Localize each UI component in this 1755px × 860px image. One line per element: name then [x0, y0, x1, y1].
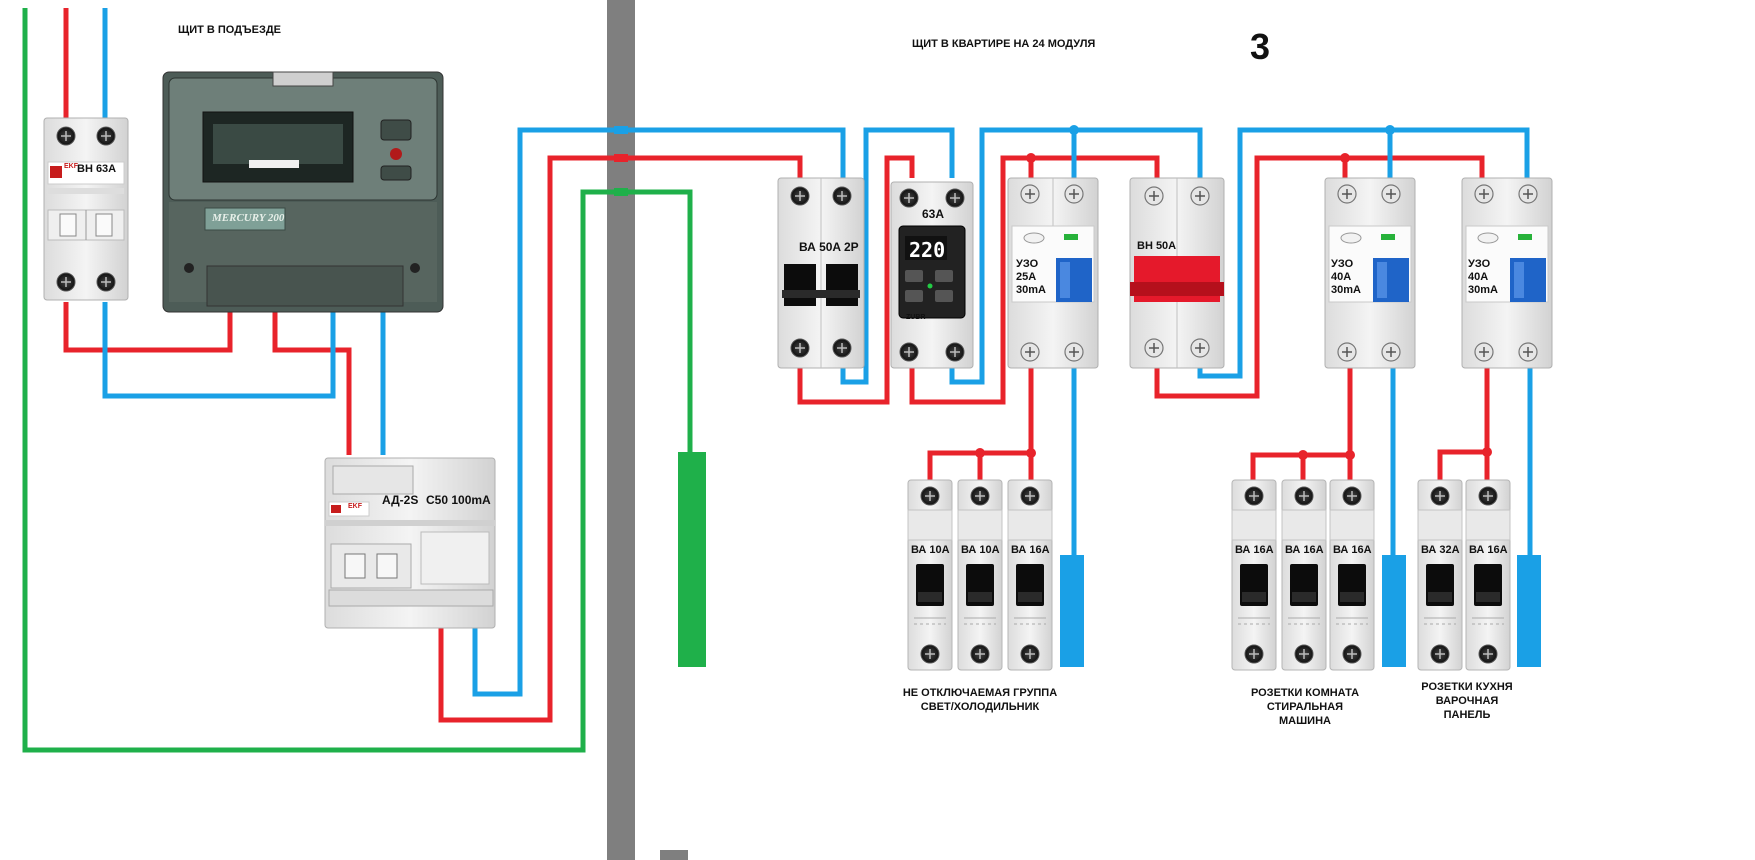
rcbo-rating: С50 100mA — [426, 493, 491, 507]
group2-breaker-3 — [1330, 480, 1374, 670]
rcd1-leak: 30mA — [1016, 284, 1046, 296]
group2-caption-line1: РОЗЕТКИ КОМНАТА — [1250, 687, 1360, 699]
voltage-relay-brand: ZUBR — [906, 314, 926, 321]
voltage-relay — [890, 181, 974, 369]
group1-breaker-3-label: ВА 16А — [1011, 544, 1050, 556]
neutral-wires — [102, 8, 1533, 697]
rcbo-model: АД-2S — [382, 493, 419, 507]
rcd3-leak: 30mA — [1468, 284, 1498, 296]
group2-breaker-1-label: ВА 16А — [1235, 544, 1274, 556]
group3-breaker-1 — [1418, 480, 1462, 670]
group1-breaker-3 — [1008, 480, 1052, 670]
group3-breaker-2-label: ВА 16А — [1469, 544, 1508, 556]
wall-crossings — [614, 126, 628, 196]
rcd2-leak: 30mA — [1331, 284, 1361, 296]
group3-breaker-1-label: ВА 32А — [1421, 544, 1460, 556]
group2-breaker-2-label: ВА 16А — [1285, 544, 1324, 556]
electricity-meter — [162, 71, 444, 313]
group1-caption-line2: СВЕТ/ХОЛОДИЛЬНИК — [920, 701, 1040, 713]
voltage-relay-display: 220 — [909, 238, 946, 262]
entrance-panel-title: ЩИТ В ПОДЪЕЗДЕ — [178, 24, 282, 36]
group2-breaker-3-label: ВА 16А — [1333, 544, 1372, 556]
apartment-panel-title: ЩИТ В КВАРТИРЕ НА 24 МОДУЛЯ — [912, 38, 1096, 50]
wall-base-mark — [660, 850, 688, 860]
wall — [607, 0, 635, 860]
input-breaker-va50 — [777, 177, 865, 369]
group3-breakers — [1418, 480, 1510, 670]
rcbo-brand: EKF — [348, 503, 362, 510]
load-switch-vn50 — [1129, 177, 1225, 369]
group3-caption-line1: РОЗЕТКИ КУХНЯ — [1421, 681, 1513, 693]
main-switch-brand: EKF — [64, 163, 78, 170]
rcbo-ad2s — [324, 457, 496, 629]
group1-breaker-2-label: ВА 10А — [961, 544, 1000, 556]
meter-brand: MERCURY 200 — [212, 212, 285, 224]
group2-breakers — [1232, 480, 1374, 670]
rcd3-name: УЗО — [1468, 258, 1491, 270]
junction-dots-neutral — [1069, 125, 1395, 135]
rcd-2 — [1324, 177, 1416, 369]
group1-caption: НЕ ОТКЛЮЧАЕМАЯ ГРУППА СВЕТ/ХОЛОДИЛЬНИК — [900, 686, 1060, 714]
input-breaker-poles: 2Р — [844, 240, 859, 254]
load-switch-label: ВН 50А — [1137, 240, 1177, 252]
group2-caption-line3: МАШИНА — [1279, 715, 1331, 727]
neutral-bus-2 — [1382, 555, 1406, 667]
group2-caption: РОЗЕТКИ КОМНАТА СТИРАЛЬНАЯ МАШИНА — [1240, 686, 1370, 728]
rcd-1 — [1007, 177, 1099, 369]
junction-dots — [975, 153, 1492, 460]
group1-breaker-1 — [908, 480, 952, 670]
rcd1-rating: 25А — [1016, 271, 1037, 283]
group2-caption-line2: СТИРАЛЬНАЯ — [1266, 701, 1344, 713]
group2-breaker-2 — [1282, 480, 1326, 670]
neutral-bus-3 — [1517, 555, 1541, 667]
group1-caption-line1: НЕ ОТКЛЮЧАЕМАЯ ГРУППА — [902, 687, 1058, 699]
main-switch-label: ВН 63А — [77, 163, 117, 175]
voltage-relay-rating: 63А — [922, 207, 945, 221]
rcd1-name: УЗО — [1016, 258, 1039, 270]
group3-caption: РОЗЕТКИ КУХНЯ ВАРОЧНАЯ ПАНЕЛЬ — [1412, 680, 1522, 722]
rcd2-name: УЗО — [1331, 258, 1354, 270]
group2-breaker-1 — [1232, 480, 1276, 670]
group1-breaker-2 — [958, 480, 1002, 670]
group3-caption-line3: ПАНЕЛЬ — [1443, 709, 1491, 721]
group1-breaker-1-label: ВА 10А — [911, 544, 950, 556]
group1-breakers — [908, 480, 1052, 670]
group3-caption-line2: ВАРОЧНАЯ — [1435, 695, 1499, 707]
main-switch-vn63 — [43, 117, 129, 301]
diagram-number: 3 — [1250, 26, 1271, 67]
ground-terminal — [678, 452, 706, 667]
neutral-bus-1 — [1060, 555, 1084, 667]
ground-wire — [22, 8, 693, 753]
rcd-3 — [1461, 177, 1553, 369]
group3-breaker-2 — [1466, 480, 1510, 670]
rcd2-rating: 40А — [1331, 271, 1352, 283]
rcd3-rating: 40А — [1468, 271, 1489, 283]
input-breaker-label: ВА 50А — [799, 240, 842, 254]
